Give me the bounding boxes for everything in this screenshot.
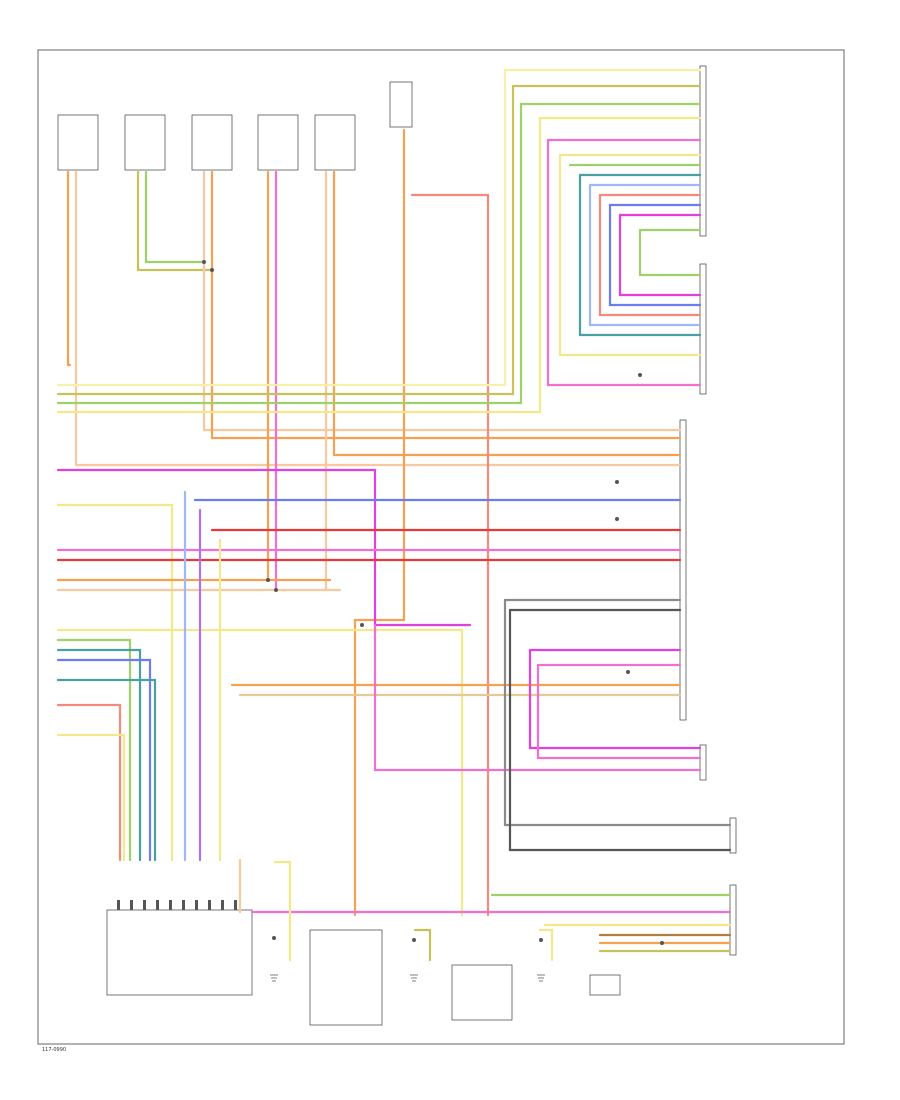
component-box-2 — [124, 114, 166, 171]
splice-dot — [360, 623, 364, 627]
ground-icon — [270, 974, 278, 982]
vertical-wires — [66, 128, 682, 917]
splice-dot — [412, 938, 416, 942]
splice-dot — [626, 670, 630, 674]
wire-v-3 — [136, 170, 214, 272]
wire-h-14 — [56, 658, 152, 862]
component-box-6 — [389, 81, 413, 128]
wire-v-6 — [210, 170, 682, 440]
top-components — [57, 81, 413, 171]
wire-r-26 — [508, 608, 732, 852]
connector-right-3 — [679, 419, 687, 721]
wire-v-5 — [202, 170, 682, 432]
wire-b-3 — [538, 928, 554, 962]
connector-right-2 — [699, 263, 707, 395]
wire-v-11 — [353, 128, 406, 917]
module-pin — [195, 900, 198, 910]
wire-h-6 — [56, 503, 174, 862]
wire-v-10 — [332, 170, 682, 457]
splice-dot — [660, 941, 664, 945]
bottom-module-left — [106, 909, 253, 996]
wire-h-12 — [56, 638, 132, 862]
wire-r-17 — [546, 138, 702, 387]
wire-r-25 — [503, 598, 732, 827]
wire-h-11 — [56, 628, 464, 917]
wire-v-4 — [144, 170, 206, 264]
connector-right-6 — [729, 884, 737, 956]
wire-r-11 — [618, 213, 702, 297]
module-pin — [221, 900, 224, 910]
splice-dot — [615, 480, 619, 484]
footer-code: 117-0990 — [42, 1047, 66, 1053]
right-wires — [373, 138, 732, 953]
module-pin — [143, 900, 146, 910]
module-pin — [208, 900, 211, 910]
connector-right-1 — [699, 65, 707, 237]
wire-h-3 — [56, 102, 702, 405]
diagram-frame — [37, 49, 845, 1045]
wire-v-12 — [410, 193, 490, 917]
wire-r-14 — [588, 183, 702, 327]
bottom-leads — [238, 858, 554, 962]
module-pin — [169, 900, 172, 910]
component-box-1 — [57, 114, 99, 171]
wire-h-4 — [56, 116, 702, 414]
wire-v-1 — [66, 170, 72, 367]
module-pin — [234, 900, 237, 910]
module-pin — [117, 900, 120, 910]
component-box-5 — [314, 114, 356, 171]
splice-dot — [539, 938, 543, 942]
ground-icon — [410, 974, 418, 982]
wire-r-23 — [536, 663, 702, 760]
wire-h-15 — [56, 678, 157, 862]
wire-r-15 — [578, 173, 702, 337]
splice-dot — [210, 268, 214, 272]
splice-dot — [615, 517, 619, 521]
bottom-switch — [589, 974, 621, 996]
component-box-4 — [257, 114, 299, 171]
bottom-components — [106, 909, 621, 1026]
wire-v-2 — [74, 170, 682, 467]
splice-dot — [638, 373, 642, 377]
bottom-module-sensor — [451, 964, 513, 1021]
ground-symbols — [270, 974, 545, 982]
cross-wires — [183, 490, 732, 914]
ground-icon — [537, 974, 545, 982]
module-pin — [130, 900, 133, 910]
wire-r-24 — [373, 623, 702, 772]
component-box-3 — [191, 114, 233, 171]
wire-r-13 — [598, 193, 702, 317]
connector-right-4 — [699, 744, 707, 781]
wire-r-22 — [528, 648, 702, 750]
module-pin — [156, 900, 159, 910]
wire-b-1 — [273, 860, 292, 962]
connector-right-5 — [729, 817, 737, 854]
horizontal-wires — [56, 68, 702, 917]
right-connectors — [679, 65, 737, 956]
splice-dot — [272, 936, 276, 940]
wire-r-16 — [558, 153, 702, 357]
splice-dot — [202, 260, 206, 264]
splice-dot — [266, 578, 270, 582]
wire-h-5 — [56, 468, 472, 627]
wire-r-12 — [608, 203, 702, 307]
wire-h-13 — [56, 648, 142, 862]
bottom-module-mid — [309, 929, 383, 1026]
wire-h-1 — [56, 68, 702, 387]
splice-dot — [274, 588, 278, 592]
wire-b-2 — [413, 928, 432, 962]
splice-points — [202, 260, 664, 945]
module-pins — [117, 900, 237, 910]
wire-r-10 — [638, 228, 702, 277]
module-pin — [182, 900, 185, 910]
wire-h-2 — [56, 84, 702, 396]
wire-h-17 — [56, 733, 126, 862]
wire-h-16 — [56, 703, 122, 862]
